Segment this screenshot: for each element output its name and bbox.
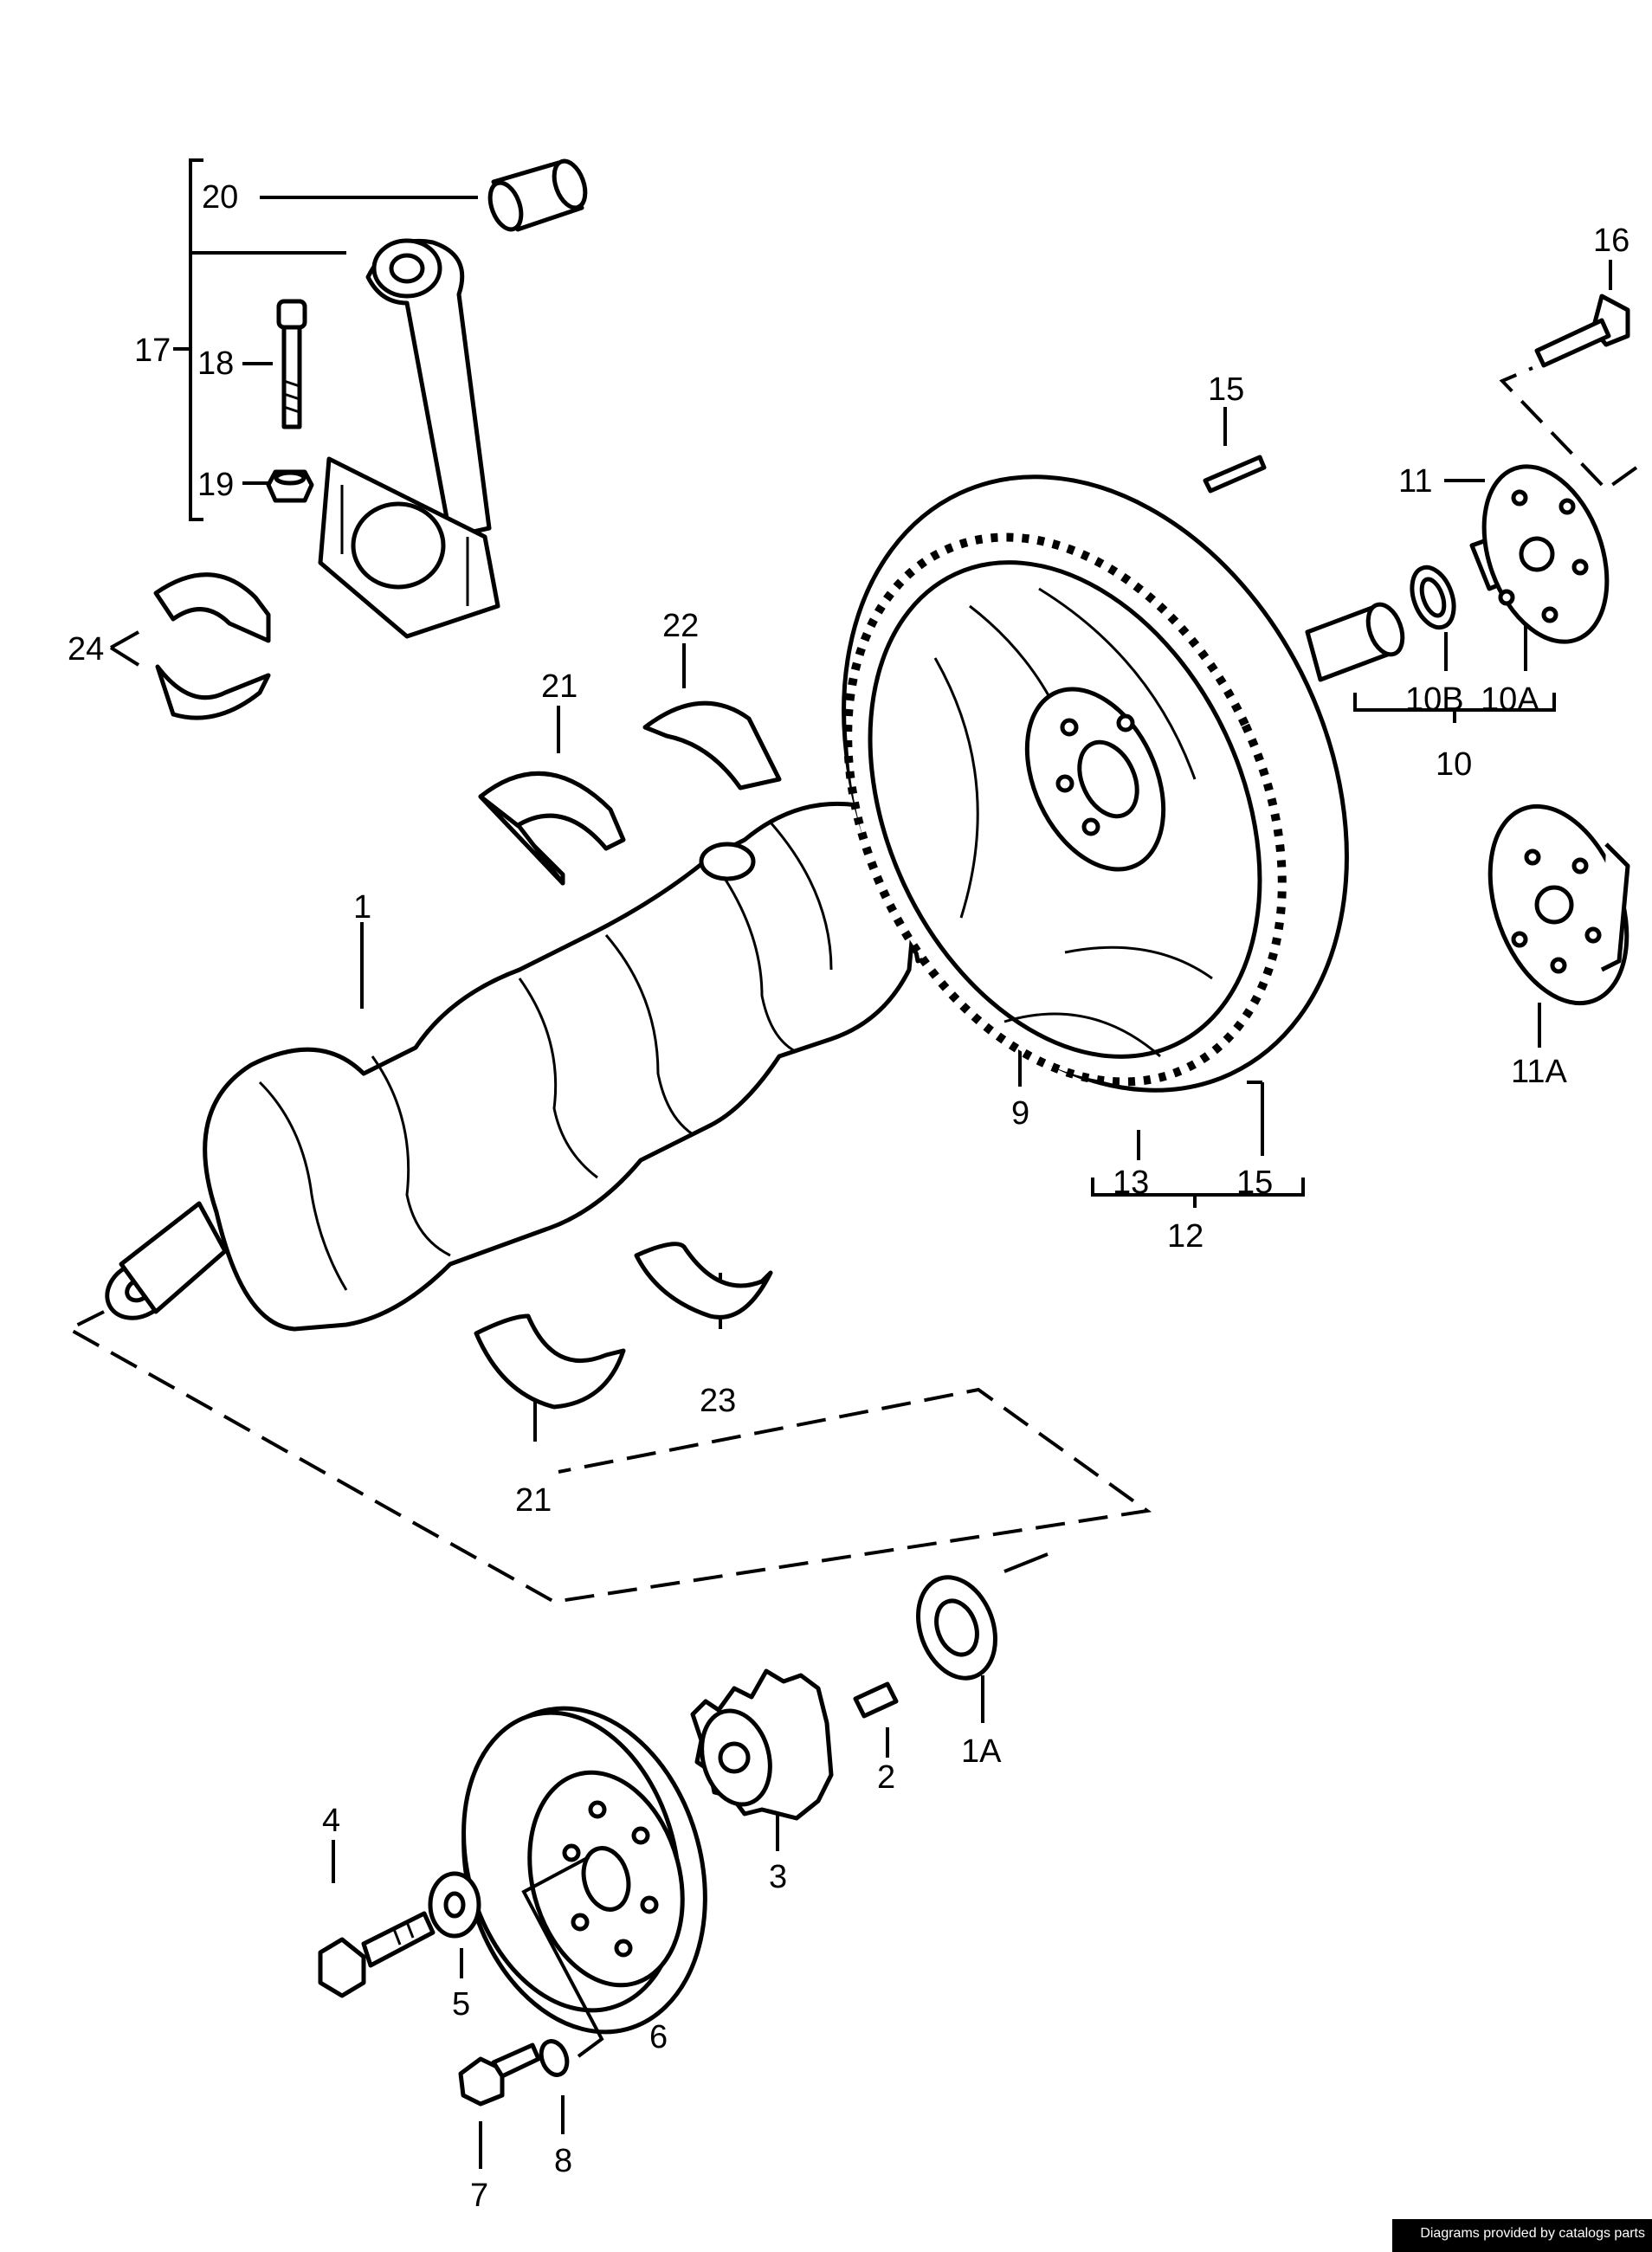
label-10B: 10B (1405, 681, 1464, 718)
label-19: 19 (197, 467, 234, 503)
connecting-rod-group (173, 158, 588, 639)
label-10A: 10A (1481, 681, 1539, 718)
label-13: 13 (1113, 1165, 1149, 1201)
label-23: 23 (700, 1383, 736, 1419)
label-6: 6 (649, 2019, 668, 2055)
small-bolt-and-washer (458, 2039, 570, 2169)
retainer-plate-part (916, 1552, 1049, 1723)
label-21-lower: 21 (515, 1482, 552, 1519)
label-9: 9 (1011, 1095, 1029, 1132)
rod-bolt-part (276, 299, 307, 429)
label-11A: 11A (1511, 1054, 1567, 1090)
label-22: 22 (662, 608, 699, 644)
label-11: 11 (1398, 463, 1432, 500)
label-8: 8 (554, 2143, 572, 2179)
pulley-bolt-and-washer (318, 1840, 481, 1998)
timing-sprocket-part (690, 1668, 834, 1851)
woodruff-key-part (853, 1681, 899, 1758)
credit-banner: Diagrams provided by catalogs parts (1392, 2219, 1652, 2252)
label-2: 2 (877, 1759, 895, 1796)
flange-11a-part (1487, 803, 1630, 1048)
connecting-rod-part (318, 238, 500, 639)
label-1A: 1A (961, 1733, 1002, 1770)
label-15-bottom: 15 (1236, 1165, 1273, 1201)
label-4: 4 (322, 1803, 340, 1839)
crankshaft-pulley-part (461, 1706, 707, 2058)
rod-bearing-shells (109, 572, 271, 720)
bushing-part (487, 158, 588, 232)
label-21-upper: 21 (541, 668, 578, 705)
label-18: 18 (197, 345, 234, 382)
label-15-top: 15 (1208, 371, 1244, 408)
credit-text: Diagrams provided by catalogs parts (1420, 2226, 1645, 2241)
label-10: 10 (1436, 746, 1472, 783)
flange-and-bolt-group (1444, 260, 1638, 644)
label-3: 3 (769, 1859, 787, 1895)
label-7: 7 (470, 2178, 488, 2214)
label-20: 20 (202, 179, 238, 216)
dowel-pin-part (1203, 407, 1267, 494)
label-24: 24 (68, 631, 104, 668)
label-12: 12 (1167, 1218, 1204, 1255)
label-1: 1 (353, 889, 371, 926)
label-16: 16 (1593, 223, 1629, 259)
label-5: 5 (452, 1986, 470, 2023)
crankshaft-part (105, 801, 1007, 1332)
flywheel-part (842, 474, 1405, 1208)
label-17: 17 (134, 332, 171, 369)
assembly-leader-line (65, 1310, 1152, 1604)
main-bearing-shells (474, 643, 782, 1442)
rod-nut-part (266, 469, 314, 503)
part-labels: 20 17 18 19 24 22 21 1 23 21 15 16 11 10… (68, 179, 1629, 2214)
